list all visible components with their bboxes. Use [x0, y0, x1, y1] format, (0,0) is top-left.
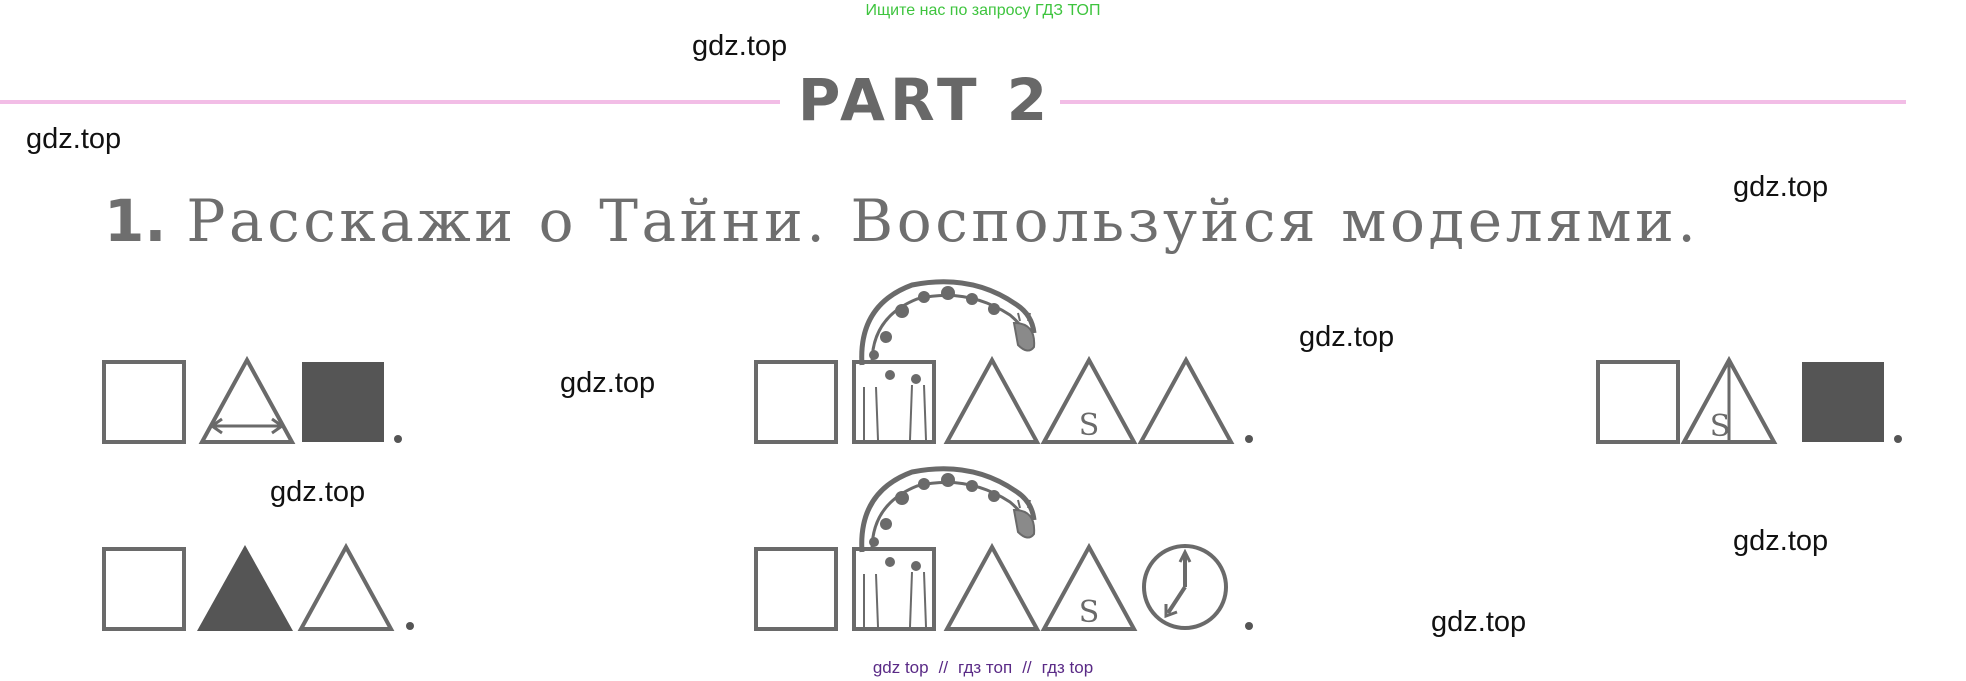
period-dot: [1245, 435, 1253, 443]
watermark: gdz.top: [692, 30, 788, 62]
filled-triangle: [197, 545, 293, 631]
model-2: S: [754, 279, 1253, 444]
divider-right: [1060, 100, 1906, 104]
double-arrow-icon: [209, 417, 285, 435]
footer-separator: //: [1022, 658, 1032, 677]
filled-square: [1802, 362, 1884, 442]
giraffe-icon: [852, 466, 1037, 631]
part-title: PART 2: [794, 66, 1056, 134]
outline-square: [754, 360, 838, 444]
divider-left: [0, 100, 780, 104]
outline-triangle: [1137, 355, 1235, 444]
search-banner: Ищите нас по запросу ГДЗ ТОП: [865, 2, 1101, 19]
period-dot: [406, 622, 414, 630]
model-3: S: [1596, 355, 1902, 444]
watermark: gdz.top: [1733, 171, 1829, 203]
task-text: Расскажи о Тайни. Воспользуйся моделями.: [186, 187, 1700, 255]
watermark: gdz.top: [26, 123, 122, 155]
task-heading: 1. Расскажи о Тайни. Воспользуйся моделям…: [104, 187, 1699, 255]
outline-triangle: [297, 542, 395, 631]
period-dot: [1245, 622, 1253, 630]
model-1: [102, 355, 402, 444]
s-label: S: [1710, 409, 1731, 444]
filled-square: [302, 362, 384, 442]
outline-square: [1596, 360, 1680, 444]
s-label: S: [1079, 408, 1100, 443]
model-5: S: [754, 466, 1253, 631]
triangle-s: [1040, 542, 1138, 631]
footer-links: gdz top // гдз топ // гдз top: [0, 658, 1966, 678]
outline-square: [102, 547, 186, 631]
task-number: 1.: [104, 187, 167, 255]
outline-square: [754, 547, 838, 631]
outline-square: [102, 360, 186, 444]
outline-triangle: [943, 355, 1041, 444]
footer-link[interactable]: gdz top: [872, 658, 929, 677]
outline-triangle: [198, 355, 296, 444]
footer-link[interactable]: гдз top: [1041, 658, 1094, 677]
period-dot: [394, 435, 402, 443]
giraffe-icon: [852, 279, 1037, 444]
s-label: S: [1079, 595, 1100, 630]
model-4: [102, 542, 414, 631]
footer-separator: //: [938, 658, 949, 677]
outline-triangle: [943, 542, 1041, 631]
watermark: gdz.top: [270, 476, 366, 508]
watermark: gdz.top: [1733, 525, 1829, 557]
triangle-s: [1040, 355, 1138, 444]
period-dot: [1894, 435, 1902, 443]
watermark: gdz.top: [560, 367, 656, 399]
watermark: gdz.top: [1299, 321, 1395, 353]
footer-link[interactable]: гдз топ: [958, 658, 1013, 677]
clock-icon: [1142, 544, 1228, 630]
watermark: gdz.top: [1431, 606, 1527, 638]
